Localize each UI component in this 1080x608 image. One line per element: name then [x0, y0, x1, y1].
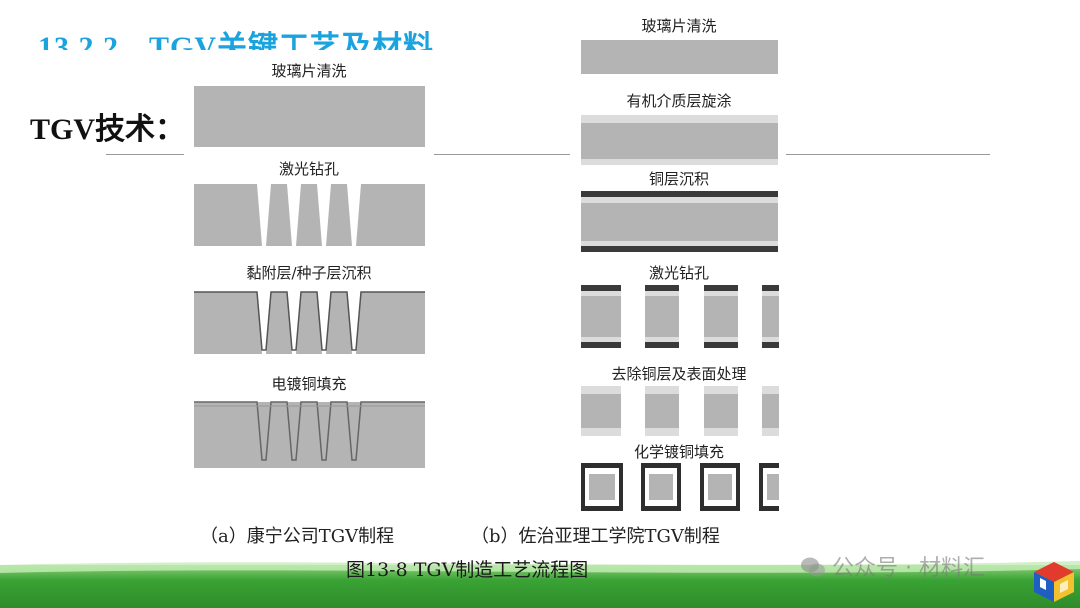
watermark-text: 公众号 · 材料汇: [832, 556, 985, 581]
caption-b: （b）佐治亚理工学院TGV制程: [471, 526, 720, 547]
figure-title: 图13-8 TGV制造工艺流程图: [346, 559, 589, 581]
seed-layer-diagram: [194, 291, 425, 354]
organic-dielectric-layer: [581, 241, 778, 246]
caption-a: （a）康宁公司TGV制程: [200, 526, 395, 547]
step-b-4-label: 激光钻孔: [648, 264, 709, 282]
laser-drilled-layered-diagram: [581, 285, 779, 348]
copper-plating-diagram: [194, 401, 425, 468]
laser-drilled-glass-diagram: [194, 184, 425, 246]
glass-substrate: [581, 123, 778, 159]
heading-mask: [0, 50, 500, 62]
divider-line: [434, 154, 570, 155]
copper-removed-diagram: [581, 386, 779, 436]
organic-dielectric-layer: [581, 115, 778, 123]
organic-dielectric-layer: [581, 197, 778, 203]
tgv-technology-label: TGV技术：: [30, 113, 186, 146]
step-b-5-label: 去除铜层及表面处理: [611, 365, 747, 383]
step-a-2-label: 激光钻孔: [278, 160, 339, 178]
copper-layer: [581, 246, 778, 252]
step-a-4-label: 电镀铜填充: [271, 375, 347, 393]
wechat-icon: [800, 556, 826, 578]
step-a-1-label: 玻璃片清洗: [271, 62, 347, 80]
divider-line: [106, 154, 184, 155]
cube-logo-icon: [1034, 562, 1074, 602]
step-b-6-label: 化学镀铜填充: [633, 443, 724, 461]
divider-line: [786, 154, 990, 155]
step-b-3-label: 铜层沉积: [648, 170, 709, 188]
watermark: 公众号 · 材料汇: [800, 550, 985, 582]
step-b-2-label: 有机介质层旋涂: [626, 92, 732, 110]
organic-dielectric-layer: [581, 159, 778, 165]
electroless-copper-diagram: [581, 463, 779, 511]
step-b-1-label: 玻璃片清洗: [641, 17, 717, 35]
step-a-3-label: 黏附层/种子层沉积: [246, 264, 372, 282]
glass-substrate: [581, 40, 778, 74]
glass-substrate: [581, 203, 778, 241]
copper-layer: [581, 191, 778, 197]
glass-substrate: [194, 86, 425, 147]
